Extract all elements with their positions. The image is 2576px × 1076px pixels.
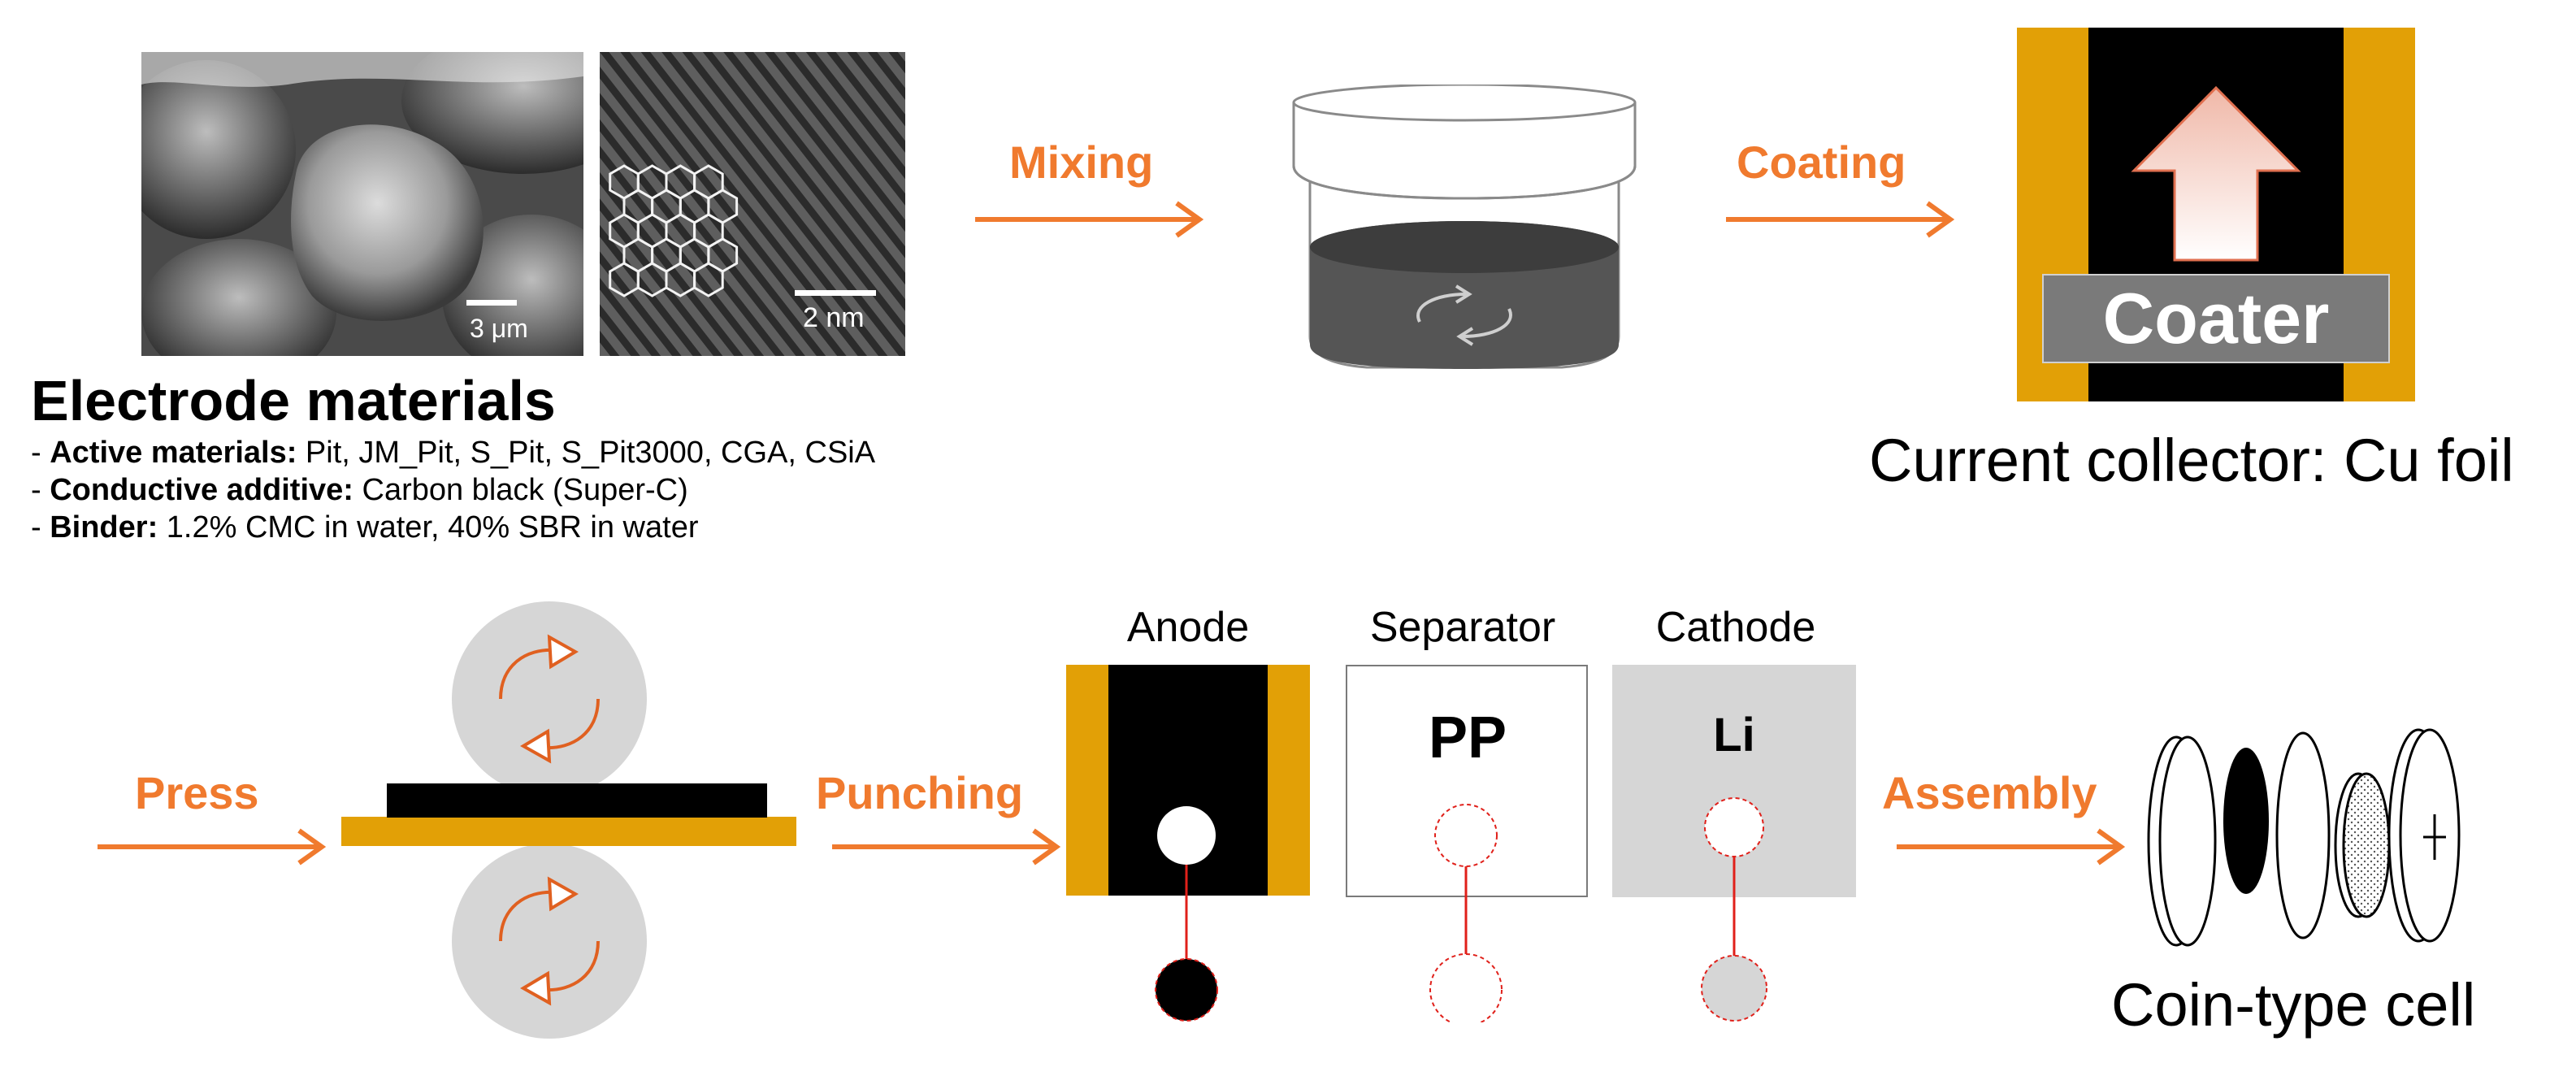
separator-label: Separator (1369, 604, 1556, 651)
mixing-jar-icon (1286, 85, 1643, 374)
current-collector-caption: Current collector: Cu foil (1869, 427, 2514, 494)
sem-micrograph-image: 3 μm (141, 52, 583, 356)
materials-list: - Active materials: Pit, JM_Pit, S_Pit, … (31, 434, 875, 546)
step-label-press: Press (135, 767, 259, 818)
step-label-punching: Punching (816, 767, 1024, 818)
separator-punch-diagram: PP (1346, 665, 1589, 1022)
anode-punch-diagram (1066, 665, 1310, 1022)
arrow-mixing-icon (975, 198, 1211, 241)
materials-list-item: - Binder: 1.2% CMC in water, 40% SBR in … (31, 510, 699, 545)
anode-label: Anode (1126, 604, 1250, 651)
coater-label: Coater (2102, 278, 2330, 358)
arrow-coating-icon (1726, 198, 1962, 241)
separator-material-label: PP (1428, 705, 1507, 770)
item-key: Active materials: (50, 436, 297, 470)
arrow-assembly-icon (1897, 826, 2132, 868)
arrow-press-icon (98, 826, 333, 868)
materials-list-item: - Conductive additive: Carbon black (Sup… (31, 473, 688, 507)
item-value: Pit, JM_Pit, S_Pit, S_Pit3000, CGA, CSiA (297, 436, 876, 470)
item-value: 1.2% CMC in water, 40% SBR in water (158, 510, 699, 545)
coater-diagram: Coater (2017, 28, 2415, 401)
item-value: Carbon black (Super-C) (353, 473, 688, 507)
arrow-punching-icon (832, 826, 1068, 868)
coin-cell-exploded-diagram (2142, 723, 2483, 959)
cathode-label: Cathode (1655, 604, 1816, 651)
sem-scale-label: 3 μm (470, 314, 528, 343)
item-key: Conductive additive: (50, 473, 353, 507)
step-label-mixing: Mixing (1009, 137, 1154, 188)
item-key: Binder: (50, 510, 158, 545)
cathode-punch-diagram: Li (1612, 665, 1856, 1022)
roll-press-diagram (341, 601, 796, 1040)
electrode-materials-title: Electrode materials (31, 369, 556, 432)
tem-lattice-image: 2 nm (600, 52, 905, 356)
coin-cell-caption: Coin-type cell (2111, 971, 2476, 1039)
cathode-material-label: Li (1713, 709, 1755, 761)
step-label-coating: Coating (1737, 137, 1906, 188)
materials-list-item: - Active materials: Pit, JM_Pit, S_Pit, … (31, 436, 876, 470)
tem-scale-label: 2 nm (803, 302, 865, 333)
lattice-hexagon (693, 262, 724, 297)
step-label-assembly: Assembly (1882, 767, 2097, 818)
